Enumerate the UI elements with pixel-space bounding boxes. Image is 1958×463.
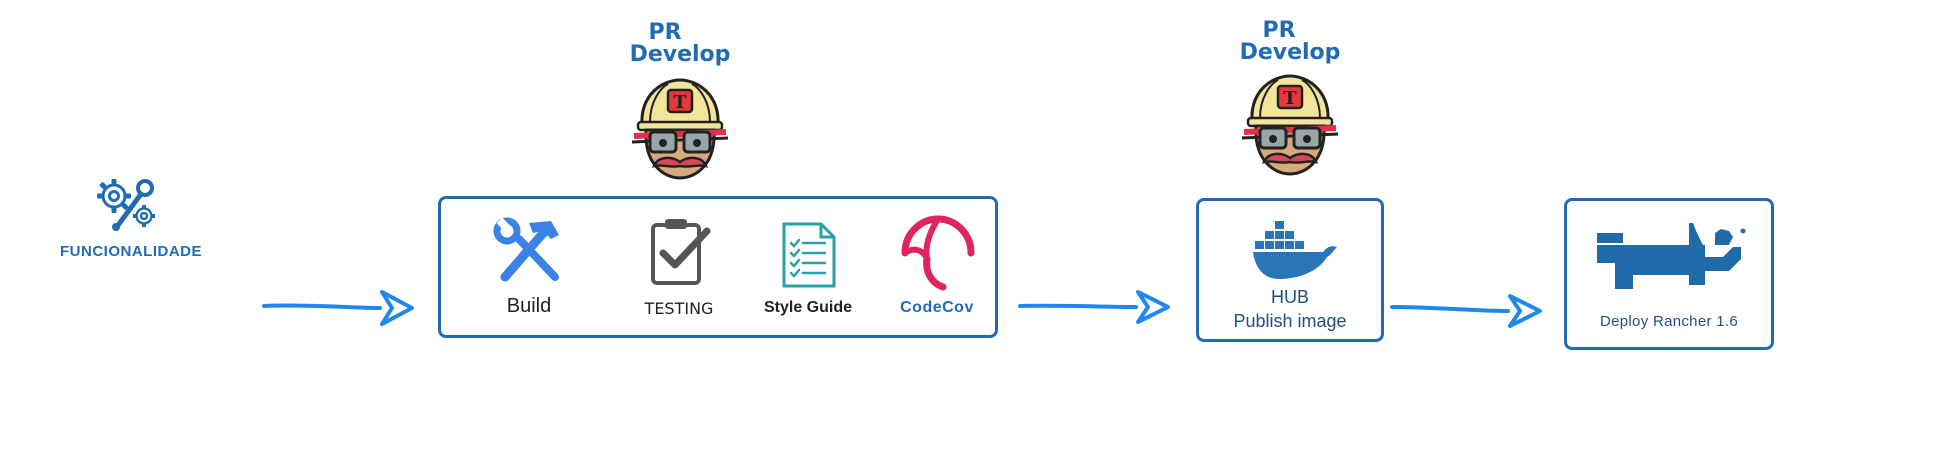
step-label: TESTING xyxy=(644,299,714,318)
develop-label: Develop xyxy=(1239,40,1341,65)
arrow-3 xyxy=(1390,294,1542,328)
pr-label: PR xyxy=(648,20,682,45)
develop-label: Develop xyxy=(629,42,731,67)
funcionalidade-label: FUNCIONALIDADE xyxy=(60,243,202,260)
svg-text:T: T xyxy=(1283,88,1297,109)
ci-steps-box: Build TESTING Style Guide CodeCov xyxy=(438,196,998,338)
travis-label-1: PR Develop xyxy=(620,22,740,66)
docker-whale-icon xyxy=(1253,221,1337,279)
hub-title: HUB xyxy=(1270,287,1309,307)
rancher-box: Deploy Rancher 1.6 xyxy=(1564,198,1774,350)
clipboard-check-icon xyxy=(651,219,711,285)
travis-ci-mascot-icon: T xyxy=(631,78,729,180)
gear-wrench-icon xyxy=(97,179,155,231)
rancher-bull-icon xyxy=(1597,223,1746,289)
rancher-label: Deploy Rancher 1.6 xyxy=(1600,313,1738,330)
hammer-wrench-icon xyxy=(493,217,559,282)
step-label: Build xyxy=(506,295,552,317)
svg-text:T: T xyxy=(673,92,687,113)
funcionalidade-node: FUNCIONALIDADE xyxy=(60,170,202,265)
codecov-umbrella-icon xyxy=(901,215,975,291)
checklist-document-icon xyxy=(782,222,836,288)
step-label: Style Guide xyxy=(763,299,853,316)
docker-hub-box: HUB Publish image xyxy=(1196,198,1384,342)
pr-label: PR xyxy=(1262,18,1296,43)
travis-ci-mascot-icon: T xyxy=(1241,74,1339,176)
travis-label-2: PR Develop xyxy=(1230,20,1350,64)
step-label: CodeCov xyxy=(900,299,974,316)
arrow-1 xyxy=(262,290,414,326)
arrow-2 xyxy=(1018,290,1170,324)
hub-subtitle: Publish image xyxy=(1233,311,1347,331)
